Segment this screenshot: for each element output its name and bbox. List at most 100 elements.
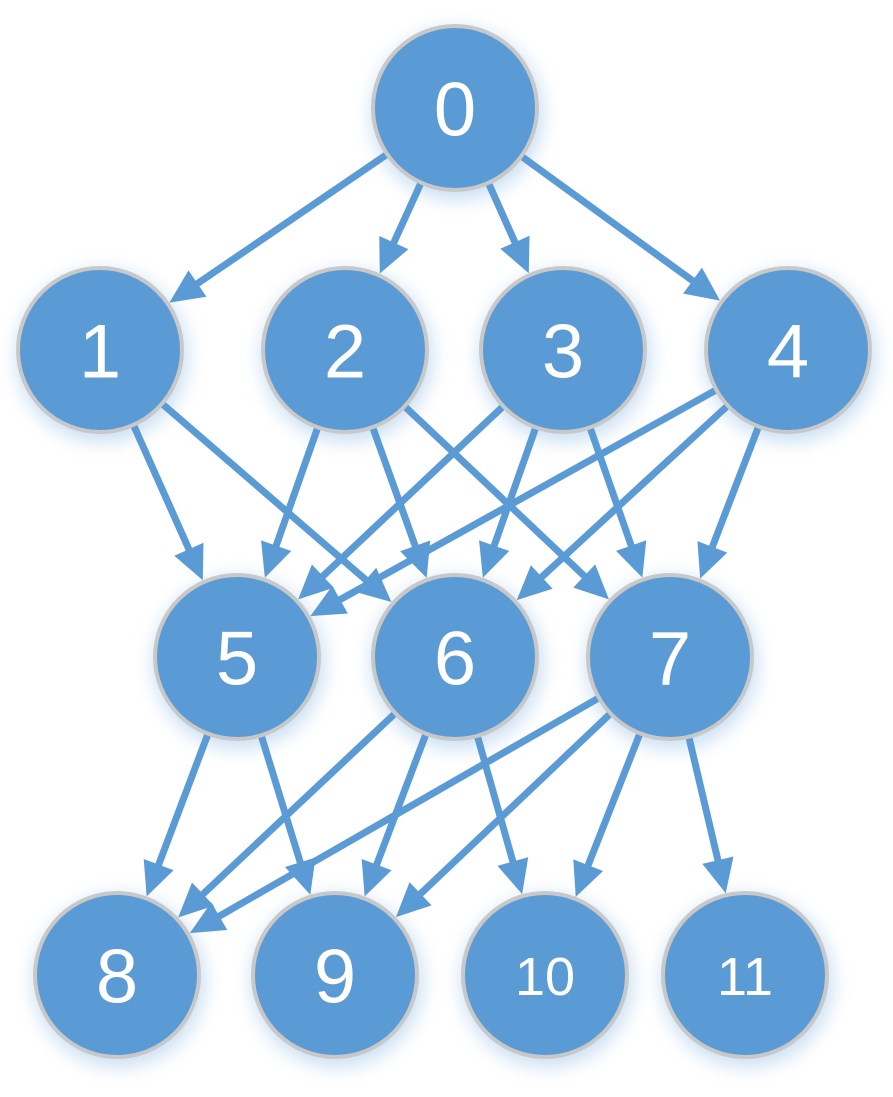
edge-line [514,149,698,286]
node-layer: 0 1 2 3 4 5 6 7 8 9 10 11 [16,24,872,1059]
edge-line [317,399,511,582]
node-10: 10 [461,891,629,1059]
edge-4-to-7 [697,419,765,579]
edge-line [334,383,724,605]
arrowhead [189,902,228,934]
node-circle [251,891,419,1059]
node-label: 10 [515,947,575,1007]
node-6: 6 [371,573,539,741]
edge-line [155,397,372,586]
node-label: 4 [767,310,809,395]
node-11: 11 [661,891,829,1059]
arrowhead [500,235,530,274]
node-circle [153,573,321,741]
edge-6-to-9 [361,726,432,897]
arrowhead [310,585,348,617]
edge-5-to-8 [143,726,214,897]
node-8: 8 [33,891,201,1059]
edge-0-to-3 [482,175,530,274]
arrowhead [697,541,728,579]
edge-2-to-5 [261,420,324,578]
edge-7-to-11 [684,730,734,894]
edge-3-to-6 [479,420,542,578]
node-circle [371,573,539,741]
arrowhead [178,882,214,918]
node-label: 9 [314,935,356,1020]
node-9: 9 [251,891,419,1059]
node-circle [371,24,539,192]
node-circle [586,573,754,741]
arrowhead [379,235,409,274]
node-1: 1 [16,266,184,434]
node-7: 7 [586,573,754,741]
arrowhead [573,564,609,600]
node-5: 5 [153,573,321,741]
node-circle [261,266,429,434]
arrowhead [361,858,392,897]
arrowhead [479,540,510,578]
edge-1-to-5 [127,417,204,581]
arrowhead [516,565,553,601]
edge-line [127,417,194,555]
edge-6-to-10 [472,729,529,895]
node-label: 11 [717,947,773,1007]
edge-line [707,419,765,552]
edge-line [271,420,324,551]
edge-7-to-9 [395,706,618,918]
node-circle [461,891,629,1059]
node-label: 7 [649,617,691,702]
arrowhead [683,267,721,301]
node-label: 2 [324,310,366,395]
node-label: 6 [434,617,476,702]
node-label: 0 [434,68,476,153]
edge-line [684,730,723,865]
edge-line [489,420,542,551]
edge-2-to-7 [397,399,609,600]
edge-0-to-2 [379,175,427,274]
node-3: 3 [479,266,647,434]
node-4: 4 [704,266,872,434]
arrowhead [143,858,174,897]
arrowhead [174,542,204,581]
arrowhead [261,540,292,578]
edge-line [583,726,646,871]
edge-line [397,399,590,582]
edge-0-to-1 [169,147,395,303]
edge-line [214,691,606,922]
arrowhead [616,540,647,578]
node-label: 5 [216,617,258,702]
edge-line [192,147,395,289]
node-circle [704,266,872,434]
edge-layer [127,147,765,934]
arrowhead [395,882,432,918]
edge-7-to-10 [573,726,646,897]
node-label: 8 [96,935,138,1020]
arrowhead [298,564,334,600]
node-circle [33,891,201,1059]
node-circle [16,266,184,434]
edge-4-to-6 [516,398,735,601]
edge-line [367,420,420,551]
node-2: 2 [261,266,429,434]
node-0: 0 [371,24,539,192]
edge-3-to-5 [298,399,511,600]
node-label: 3 [542,310,584,395]
edge-line [536,398,735,583]
arrowhead [169,270,207,303]
edge-line [371,726,432,870]
edge-line [482,175,520,248]
edge-line [256,728,305,868]
node-circle [479,266,647,434]
edge-line [388,175,427,248]
edge-line [153,726,214,870]
arrowhead [702,856,734,894]
edge-line [472,729,518,867]
edge-0-to-4 [514,149,721,301]
arrowhead [497,857,529,895]
edge-6-to-8 [178,706,403,918]
edge-4-to-5 [310,383,724,617]
edge-line [197,706,403,900]
edge-3-to-7 [584,420,647,578]
